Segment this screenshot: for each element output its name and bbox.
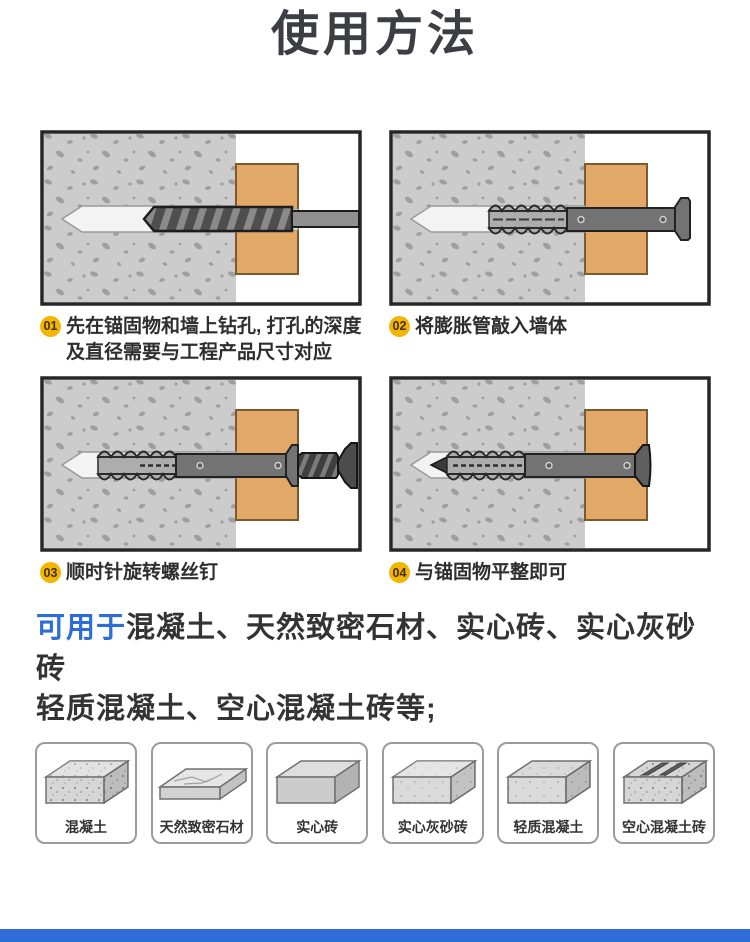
screw-thread <box>297 452 339 480</box>
material-label: 空心混凝土砖 <box>621 819 706 836</box>
step-4-caption: 04 与锚固物平整即可 <box>389 560 711 586</box>
step-diagrams-row-2 <box>0 376 750 552</box>
sand-lime-brick-icon <box>390 759 478 805</box>
step-3-text: 顺时针旋转螺丝钉 <box>66 562 219 584</box>
concrete-block-icon <box>43 759 131 805</box>
diagram-step-2-anchor-inserted <box>389 129 711 306</box>
anchor-head <box>674 196 691 241</box>
page-title: 使用方法 <box>270 8 479 61</box>
step-4-badge-icon: 04 <box>389 562 410 584</box>
usage-line-1: 混凝土、天然致密石材、实心砖、实心灰砂砖 <box>36 612 697 685</box>
step-2-text: 将膨胀管敲入墙体 <box>415 315 568 337</box>
step-3-badge-icon: 03 <box>40 562 61 584</box>
material-tile-hollow-concrete-brick: 空心混凝土砖 <box>612 742 715 845</box>
step-1-caption: 01 先在锚固物和墙上钻孔, 打孔的深度及直径需要与工程产品尺寸对应 <box>40 314 362 366</box>
step-captions-row-2: 03 顺时针旋转螺丝钉 04 与锚固物平整即可 <box>0 560 750 586</box>
screw-head-flush <box>634 444 652 488</box>
material-tile-sand-lime-brick: 实心灰砂砖 <box>381 742 484 845</box>
usage-method-header: 使用方法 <box>0 0 750 64</box>
material-tile-lightweight-concrete: 轻质混凝土 <box>497 742 600 845</box>
materials-row: 混凝土 天然致密石材 实心砖 实心灰砂砖 <box>0 742 750 845</box>
expansion-anchor <box>96 444 299 488</box>
material-tile-concrete: 混凝土 <box>35 742 137 845</box>
material-label: 轻质混凝土 <box>513 819 584 836</box>
step-captions-row-1: 01 先在锚固物和墙上钻孔, 打孔的深度及直径需要与工程产品尺寸对应 02 将膨… <box>0 314 750 366</box>
expansion-anchor <box>487 196 691 241</box>
step-1-badge-icon: 01 <box>40 315 61 337</box>
step-2-caption: 02 将膨胀管敲入墙体 <box>389 314 711 366</box>
material-label: 混凝土 <box>65 819 107 836</box>
footer-divider-bar <box>0 929 750 942</box>
solid-brick-icon <box>274 759 362 805</box>
hollow-concrete-brick-icon <box>621 759 709 805</box>
material-tile-solid-brick: 实心砖 <box>266 742 369 845</box>
screw <box>297 442 358 490</box>
usage-line-2: 轻质混凝土、空心混凝土砖等; <box>36 693 437 726</box>
stone-slab-icon <box>157 767 248 801</box>
applicable-materials-section: 可用于混凝土、天然致密石材、实心砖、实心灰砂砖 轻质混凝土、空心混凝土砖等; <box>0 608 750 730</box>
material-tile-natural-stone: 天然致密石材 <box>150 742 253 845</box>
drill-shank <box>291 209 360 228</box>
drill-bit-flutes <box>142 205 294 232</box>
material-label: 实心砖 <box>296 819 339 836</box>
screw-head <box>337 442 358 490</box>
material-label: 天然致密石材 <box>159 819 244 836</box>
lightweight-concrete-icon <box>505 759 593 805</box>
step-3-caption: 03 顺时针旋转螺丝钉 <box>40 560 362 586</box>
step-4-text: 与锚固物平整即可 <box>415 562 568 584</box>
step-2-badge-icon: 02 <box>389 315 410 337</box>
material-label: 实心灰砂砖 <box>397 819 468 836</box>
step-diagrams-row-1 <box>0 129 750 306</box>
usage-prefix: 可用于 <box>36 612 127 645</box>
anchor-head <box>285 444 299 488</box>
step-1-text: 先在锚固物和墙上钻孔, 打孔的深度及直径需要与工程产品尺寸对应 <box>66 315 362 363</box>
diagram-step-1-drilling <box>40 129 362 306</box>
expansion-anchor <box>445 450 636 481</box>
diagram-step-3-screwing <box>40 376 362 552</box>
diagram-step-4-flush <box>389 376 711 552</box>
